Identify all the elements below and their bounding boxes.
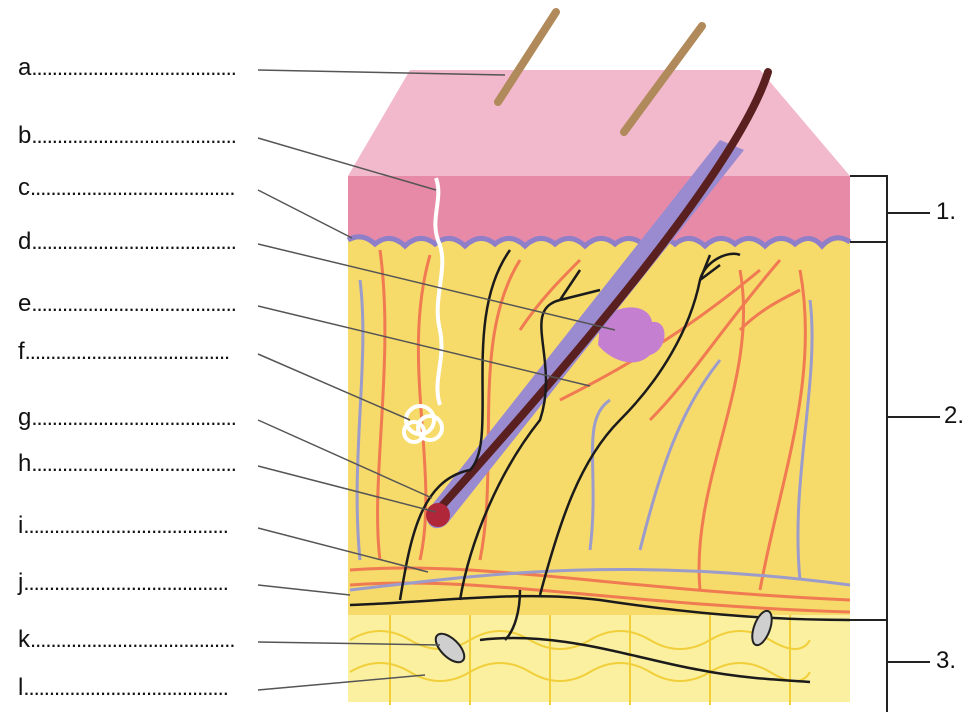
label-blank: ........................................ (23, 570, 228, 595)
label-letter: g (18, 404, 31, 431)
label-blank: ........................................ (30, 175, 235, 200)
label-blank: ........................................ (31, 229, 236, 254)
label-blank: ........................................ (25, 339, 230, 364)
label-j: j.......................................… (18, 569, 228, 597)
label-i: i.......................................… (18, 512, 228, 540)
label-blank: ........................................ (23, 513, 228, 538)
label-letter: e (18, 290, 31, 317)
label-b: b.......................................… (18, 122, 236, 150)
label-h: h.......................................… (18, 450, 236, 478)
hair-bulb (426, 503, 450, 527)
label-letter: k (18, 626, 30, 653)
section-label-2: 2. (944, 402, 964, 430)
section-label-3: 3. (936, 647, 956, 675)
label-k: k.......................................… (18, 626, 235, 654)
label-l: l.......................................… (18, 674, 228, 702)
label-a: a.......................................… (18, 54, 236, 82)
label-blank: ........................................ (30, 627, 235, 652)
label-blank: ........................................ (31, 123, 236, 148)
label-e: e.......................................… (18, 290, 236, 318)
hypodermis-layer (348, 612, 850, 702)
label-letter: a (18, 54, 31, 81)
label-letter: f (18, 338, 25, 365)
skin-surface (348, 70, 850, 176)
label-f: f.......................................… (18, 338, 229, 366)
label-blank: ........................................ (31, 405, 236, 430)
label-letter: h (18, 450, 31, 477)
label-blank: ........................................ (31, 55, 236, 80)
label-letter: b (18, 122, 31, 149)
label-blank: ........................................ (23, 675, 228, 700)
label-c: c.......................................… (18, 174, 235, 202)
label-blank: ........................................ (31, 291, 236, 316)
label-g: g.......................................… (18, 404, 236, 432)
label-letter: d (18, 228, 31, 255)
label-blank: ........................................ (31, 451, 236, 476)
label-d: d.......................................… (18, 228, 236, 256)
layer-brackets (850, 176, 940, 712)
section-label-1: 1. (936, 198, 956, 226)
label-letter: c (18, 174, 30, 201)
